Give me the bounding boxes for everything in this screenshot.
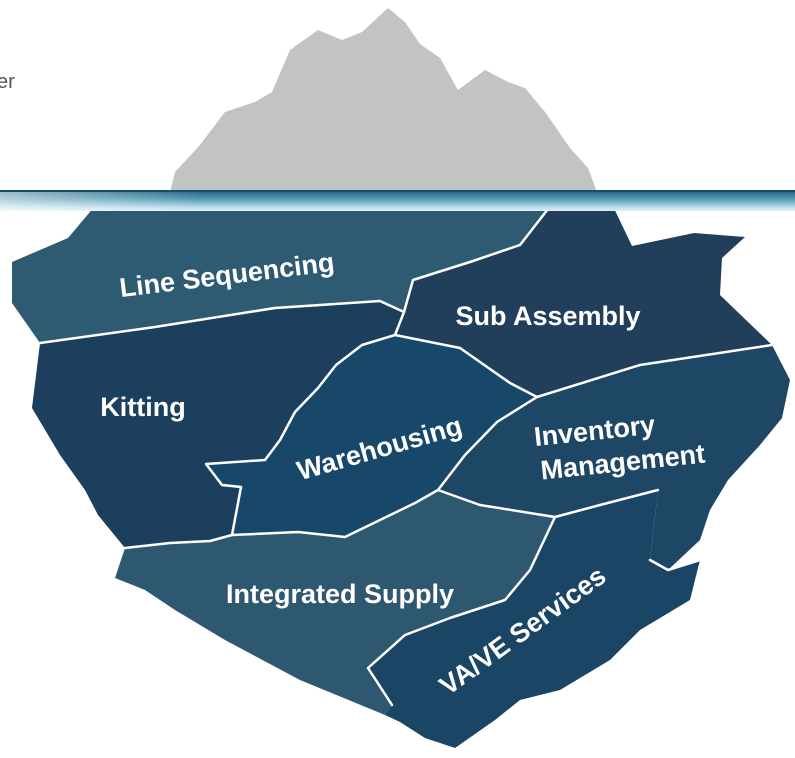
segment-vave-services — [368, 490, 700, 748]
segment-dividers — [38, 198, 774, 707]
label-sub-assembly: Sub Assembly — [455, 301, 640, 331]
segment-warehousing — [206, 335, 537, 537]
segment-integrated-supply — [115, 490, 555, 715]
water-surface-fade — [0, 190, 795, 211]
iceberg-underwater — [12, 198, 790, 748]
segment-kitting — [32, 301, 404, 548]
label-integrated-supply: Integrated Supply — [226, 579, 454, 609]
segment-line-sequencing — [12, 200, 555, 343]
cropped-text-fragment: er — [0, 71, 15, 93]
segment-inventory-management — [438, 345, 790, 570]
label-kitting: Kitting — [100, 392, 185, 422]
waterline — [0, 190, 795, 211]
iceberg-tip — [168, 8, 600, 200]
segment-sub-assembly — [395, 200, 772, 397]
